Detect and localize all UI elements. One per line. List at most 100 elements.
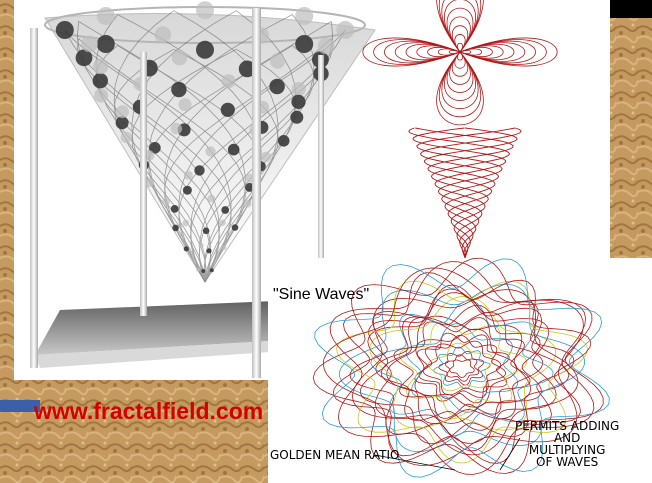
sphere: [183, 170, 193, 180]
lattice-line: [76, 21, 220, 283]
sphere: [162, 197, 171, 206]
field-line: [452, 51, 468, 77]
field-line: [416, 45, 461, 59]
website-url: www.fractalfield.com: [34, 398, 264, 424]
flower-wave-line: [329, 261, 595, 475]
field-line: [459, 42, 526, 62]
flower-wave-line: [314, 258, 610, 478]
sphere: [149, 142, 161, 154]
sphere: [55, 21, 74, 39]
pole-left: [30, 28, 38, 368]
sine-wave-line: [415, 127, 514, 259]
flower-wave-line: [433, 346, 491, 390]
lattice-line: [113, 48, 207, 283]
lattice-line: [178, 29, 346, 283]
pole-back: [318, 55, 324, 295]
flower-wave-line: [414, 332, 510, 404]
flower-wave-line: [360, 288, 570, 445]
sphere: [171, 81, 187, 98]
sphere: [145, 178, 154, 188]
sphere: [198, 242, 204, 249]
field-line: [438, 0, 482, 53]
pointer-line-left: [374, 454, 456, 471]
sine-wave-line: [412, 127, 506, 259]
sphere: [204, 267, 209, 271]
field-line: [459, 40, 536, 64]
sphere: [245, 182, 255, 192]
sphere: [227, 143, 240, 156]
field-line: [405, 43, 461, 61]
flower-wave-line: [393, 317, 531, 419]
flower-wave-line: [418, 334, 507, 399]
sphere: [317, 37, 335, 55]
lattice-line: [117, 14, 262, 283]
sphere: [206, 248, 212, 254]
flower-wave-line: [370, 300, 554, 436]
sphere: [196, 1, 214, 20]
sphere: [231, 224, 239, 231]
field-line: [438, 51, 482, 118]
sphere: [243, 199, 252, 208]
sphere: [336, 21, 355, 39]
sphere: [277, 135, 290, 147]
permits-line-3: MULTIPLYING: [528, 443, 606, 457]
sphere: [178, 98, 192, 112]
sphere: [269, 78, 285, 95]
sphere: [196, 267, 201, 272]
lattice-line: [131, 10, 237, 283]
sphere: [171, 50, 188, 66]
sphere: [92, 73, 109, 89]
wave-illustrations: [268, 0, 652, 483]
flower-wave-line: [449, 359, 475, 378]
sphere: [182, 185, 192, 195]
flower-wave-line: [380, 311, 544, 425]
sphere: [172, 224, 179, 232]
sphere: [260, 151, 272, 162]
sphere: [154, 26, 172, 44]
sine-wave-line: [424, 127, 518, 259]
sine-wave-line: [419, 127, 522, 258]
sphere: [205, 146, 216, 157]
field-line: [459, 39, 547, 65]
field-line: [459, 43, 515, 61]
sphere: [219, 219, 226, 226]
sphere: [221, 206, 230, 214]
sphere: [170, 205, 179, 213]
sphere: [196, 40, 214, 59]
lattice-line: [164, 21, 332, 283]
permits-adding-label: PERMITS ADDING AND MULTIPLYING OF WAVES: [515, 420, 619, 468]
sine-waves-label: "Sine Waves": [273, 286, 370, 303]
sphere: [290, 110, 304, 124]
sphere: [221, 74, 236, 89]
sphere: [96, 7, 115, 25]
field-line: [436, 51, 484, 126]
field-line: [459, 47, 493, 57]
sphere: [202, 227, 210, 235]
field-line: [436, 0, 484, 53]
lattice-line: [173, 10, 279, 283]
pole-right: [252, 8, 261, 378]
sphere: [295, 7, 314, 25]
field-line: [441, 51, 479, 110]
sphere: [115, 116, 129, 130]
field-line: [449, 51, 471, 85]
sphere: [96, 35, 115, 53]
field-line: [427, 47, 461, 57]
sphere: [75, 49, 93, 67]
flower-wave-line: [405, 323, 519, 413]
sphere: [170, 122, 183, 135]
permits-line-4: OF WAVES: [536, 455, 599, 469]
blue-bar: [0, 400, 40, 412]
field-line: [444, 0, 476, 53]
field-line: [384, 40, 461, 64]
flower-wave-line: [414, 328, 518, 408]
sphere: [238, 60, 256, 78]
field-line: [394, 42, 461, 62]
field-line: [446, 7, 474, 53]
flower-wave-line: [322, 267, 584, 466]
sphere: [182, 219, 190, 227]
sphere: [92, 58, 109, 75]
permits-line-2: AND: [553, 431, 581, 445]
field-line: [362, 37, 461, 67]
